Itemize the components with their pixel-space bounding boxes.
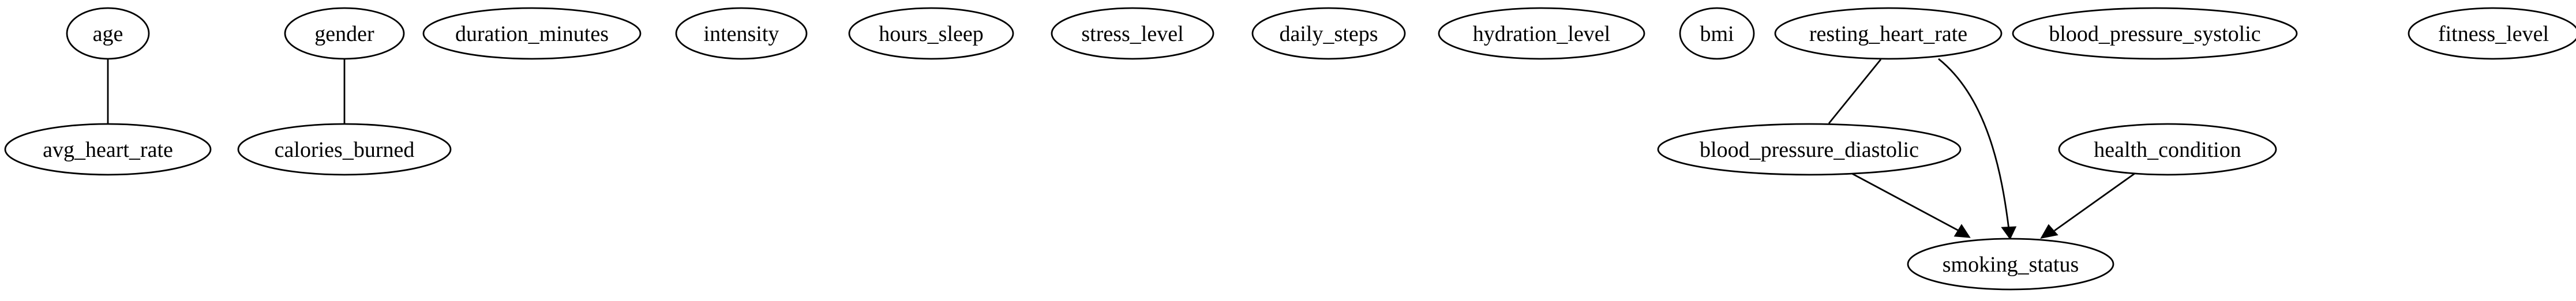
edge-line	[2054, 172, 2135, 232]
node-label: bmi	[1700, 22, 1734, 46]
edge-line	[1938, 58, 2010, 230]
node-blood-pressure-diastolic: blood_pressure_diastolic	[1657, 123, 1962, 176]
node-ellipse	[2058, 123, 2277, 176]
edge-resting_heart_rate-to-blood_pressure_diastolic	[1828, 59, 1882, 124]
node-label: hours_sleep	[879, 22, 984, 46]
node-label: intensity	[704, 22, 779, 46]
nodes-layer: age gender duration_minutes intensity hours_…	[4, 7, 2576, 291]
node-resting-heart-rate: resting_heart_rate	[1774, 7, 2003, 60]
node-calories-burned: calories_burned	[237, 123, 452, 176]
node-label: avg_heart_rate	[43, 138, 173, 162]
node-intensity: intensity	[675, 7, 808, 60]
node-ellipse	[1774, 7, 2003, 60]
node-label: resting_heart_rate	[1809, 22, 1967, 46]
arrow-head-icon	[1953, 224, 1971, 238]
node-label: health_condition	[2094, 138, 2241, 162]
node-ellipse	[2408, 7, 2576, 60]
node-age: age	[66, 7, 150, 60]
node-label: daily_steps	[1280, 22, 1378, 46]
node-hours-sleep: hours_sleep	[848, 7, 1014, 60]
node-health-condition: health_condition	[2058, 123, 2277, 176]
node-label: fitness_level	[2438, 22, 2549, 46]
node-ellipse	[1438, 7, 1645, 60]
node-ellipse	[284, 7, 405, 60]
node-label: hydration_level	[1473, 22, 1610, 46]
node-stress-level: stress_level	[1051, 7, 1214, 60]
node-ellipse	[4, 123, 212, 176]
edge-line	[1828, 59, 1882, 124]
node-label: smoking_status	[1943, 253, 2079, 277]
node-label: stress_level	[1081, 22, 1183, 46]
node-blood-pressure-systolic: blood_pressure_systolic	[2012, 7, 2298, 60]
node-ellipse	[675, 7, 808, 60]
node-ellipse	[848, 7, 1014, 60]
node-ellipse	[237, 123, 452, 176]
edge-line	[1851, 172, 1959, 232]
edge-blood_pressure_diastolic-to-smoking_status	[1851, 172, 1971, 238]
node-ellipse	[1907, 238, 2114, 291]
node-label: gender	[314, 22, 374, 46]
node-ellipse	[422, 7, 642, 60]
node-label: calories_burned	[275, 138, 415, 162]
node-ellipse	[1051, 7, 1214, 60]
node-ellipse	[1679, 7, 1755, 60]
edge-resting_heart_rate-to-smoking_status	[1938, 58, 2017, 240]
node-ellipse	[1657, 123, 1962, 176]
edge-health_condition-to-smoking_status	[2040, 172, 2135, 239]
edges-layer	[107, 58, 2135, 240]
arrow-head-icon	[2040, 224, 2058, 239]
node-daily-steps: daily_steps	[1251, 7, 1406, 60]
node-ellipse	[2012, 7, 2298, 60]
arrow-head-icon	[2001, 226, 2017, 240]
node-hydration-level: hydration_level	[1438, 7, 1645, 60]
node-avg-heart-rate: avg_heart_rate	[4, 123, 212, 176]
node-label: blood_pressure_systolic	[2049, 22, 2260, 46]
node-duration-minutes: duration_minutes	[422, 7, 642, 60]
node-bmi: bmi	[1679, 7, 1755, 60]
node-fitness-level: fitness_level	[2408, 7, 2576, 60]
node-label: duration_minutes	[455, 22, 609, 46]
node-ellipse	[1251, 7, 1406, 60]
node-label: age	[93, 22, 123, 46]
node-smoking-status: smoking_status	[1907, 238, 2114, 291]
node-gender: gender	[284, 7, 405, 60]
node-label: blood_pressure_diastolic	[1700, 138, 1919, 162]
node-ellipse	[66, 7, 150, 60]
